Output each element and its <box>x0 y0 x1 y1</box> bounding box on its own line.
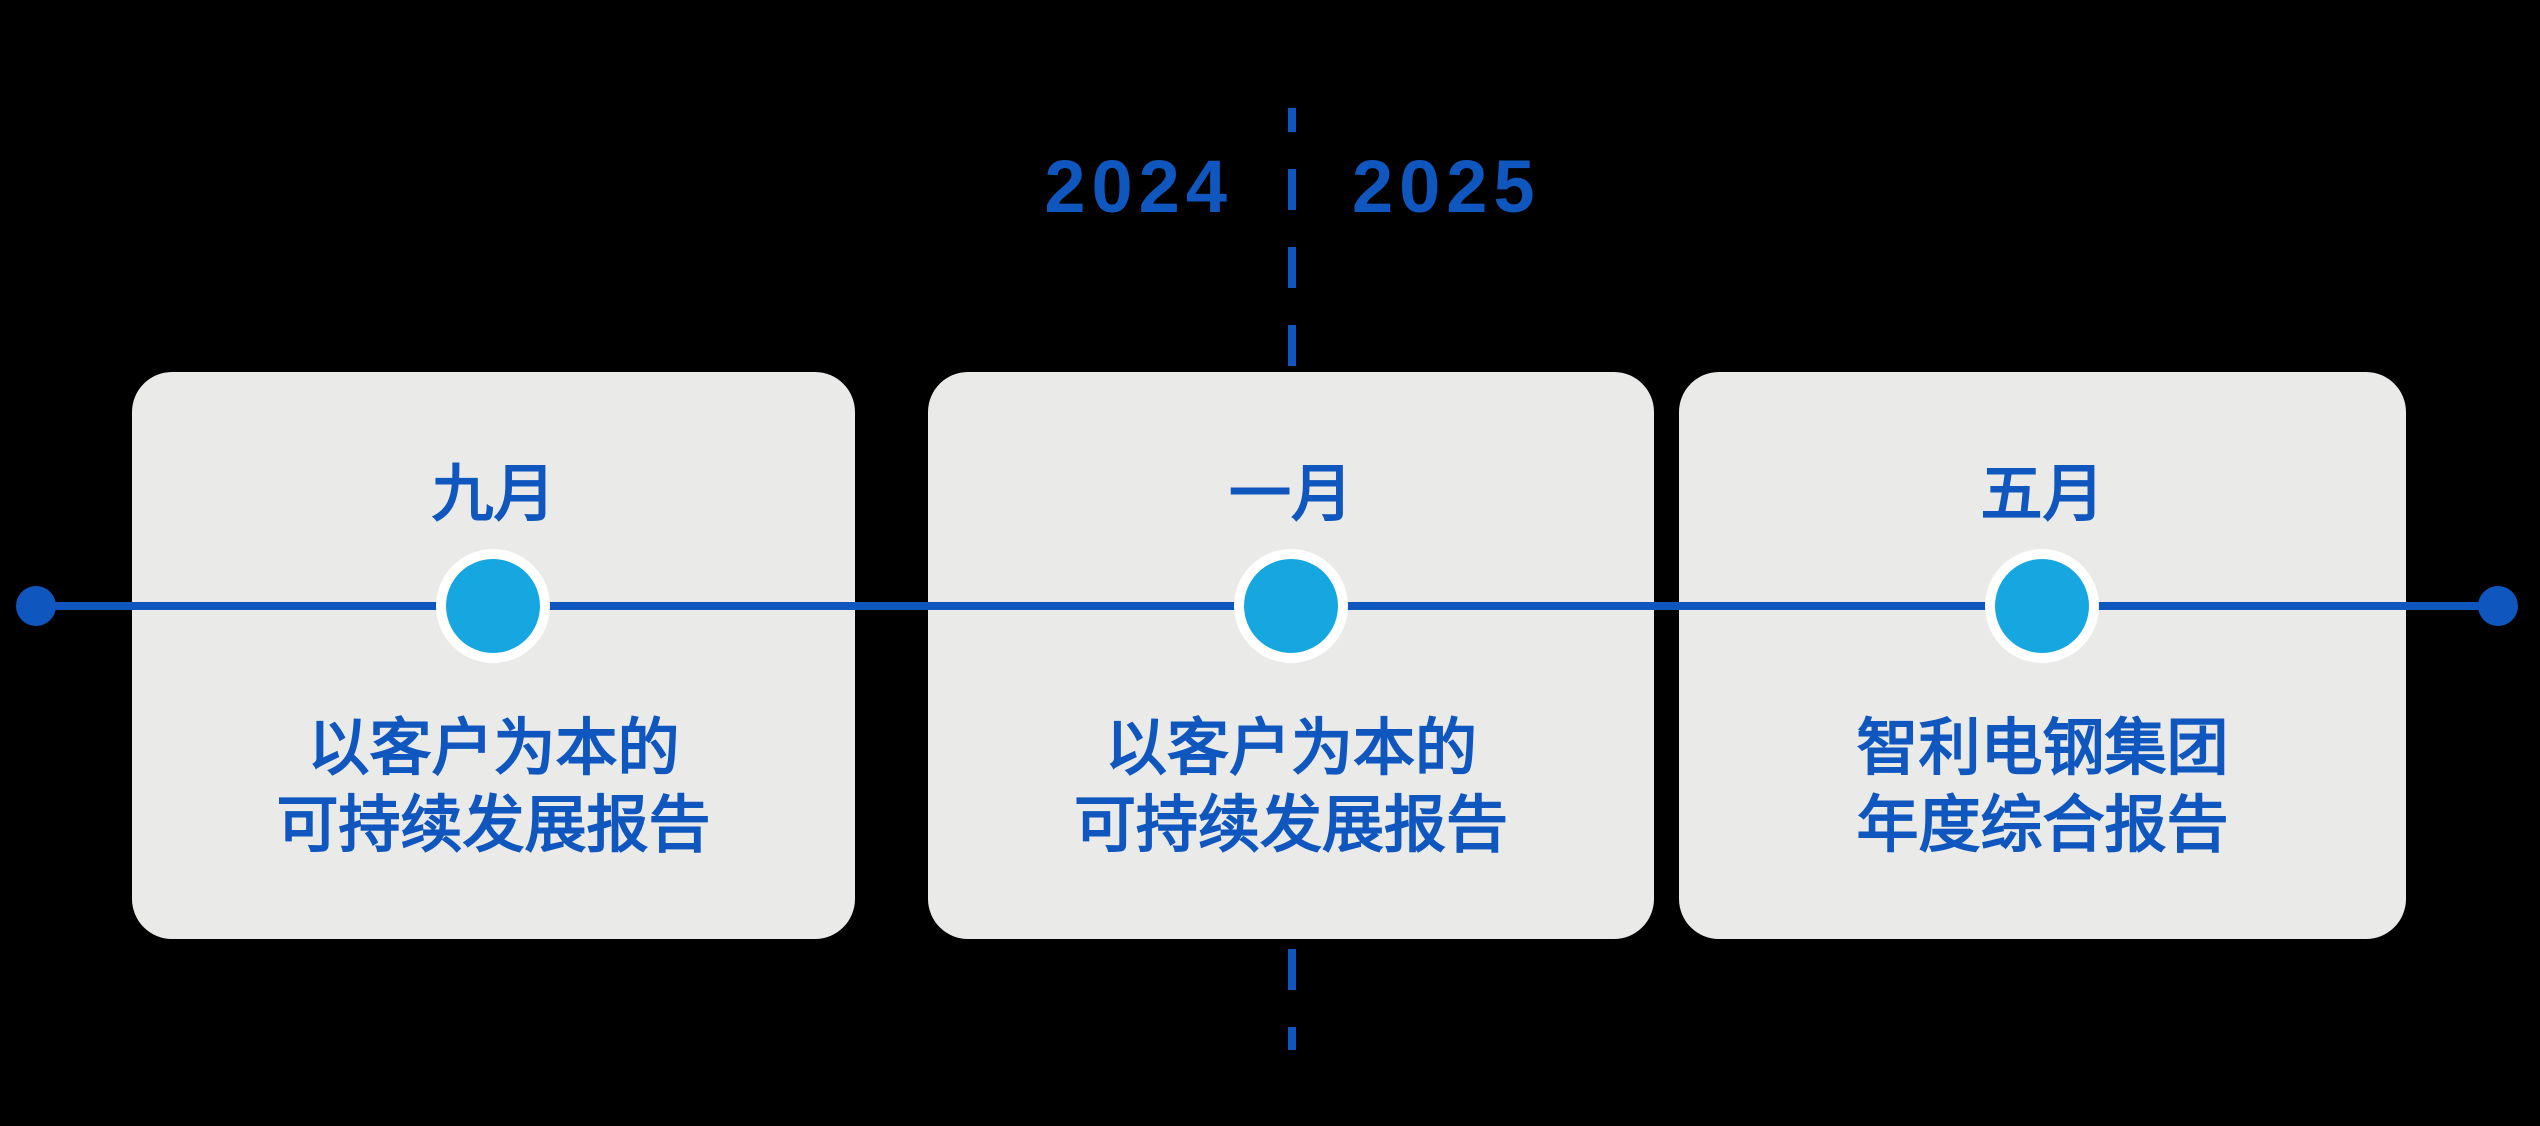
card-description: 以客户为本的 可持续发展报告 <box>132 710 855 864</box>
node-dot <box>1995 559 2089 653</box>
card-description: 智利电钢集团 年度综合报告 <box>1679 710 2406 864</box>
timeline-node-may <box>1985 549 2099 663</box>
year-label-2024: 2024 <box>1044 145 1233 228</box>
node-dot <box>1244 559 1338 653</box>
card-description-line: 年度综合报告 <box>1856 791 2229 860</box>
card-description-line: 可持续发展报告 <box>1073 791 1508 860</box>
card-description-line: 可持续发展报告 <box>276 791 711 860</box>
timeline-node-september <box>436 549 550 663</box>
timeline-card-may: 五月 智利电钢集团 年度综合报告 <box>1679 372 2406 939</box>
card-description-line: 以客户为本的 <box>1104 714 1477 783</box>
timeline-node-january <box>1234 549 1348 663</box>
year-label-2025: 2025 <box>1352 145 1541 228</box>
card-description-line: 智利电钢集团 <box>1856 714 2229 783</box>
timeline-endpoint-right-dot <box>2478 586 2518 626</box>
month-label: 五月 <box>1980 460 2105 529</box>
node-dot <box>446 559 540 653</box>
card-description: 以客户为本的 可持续发展报告 <box>928 710 1654 864</box>
month-label: 九月 <box>431 460 556 529</box>
card-description-line: 以客户为本的 <box>307 714 680 783</box>
month-label: 一月 <box>1228 460 1353 529</box>
timeline-endpoint-left-dot <box>16 586 56 626</box>
